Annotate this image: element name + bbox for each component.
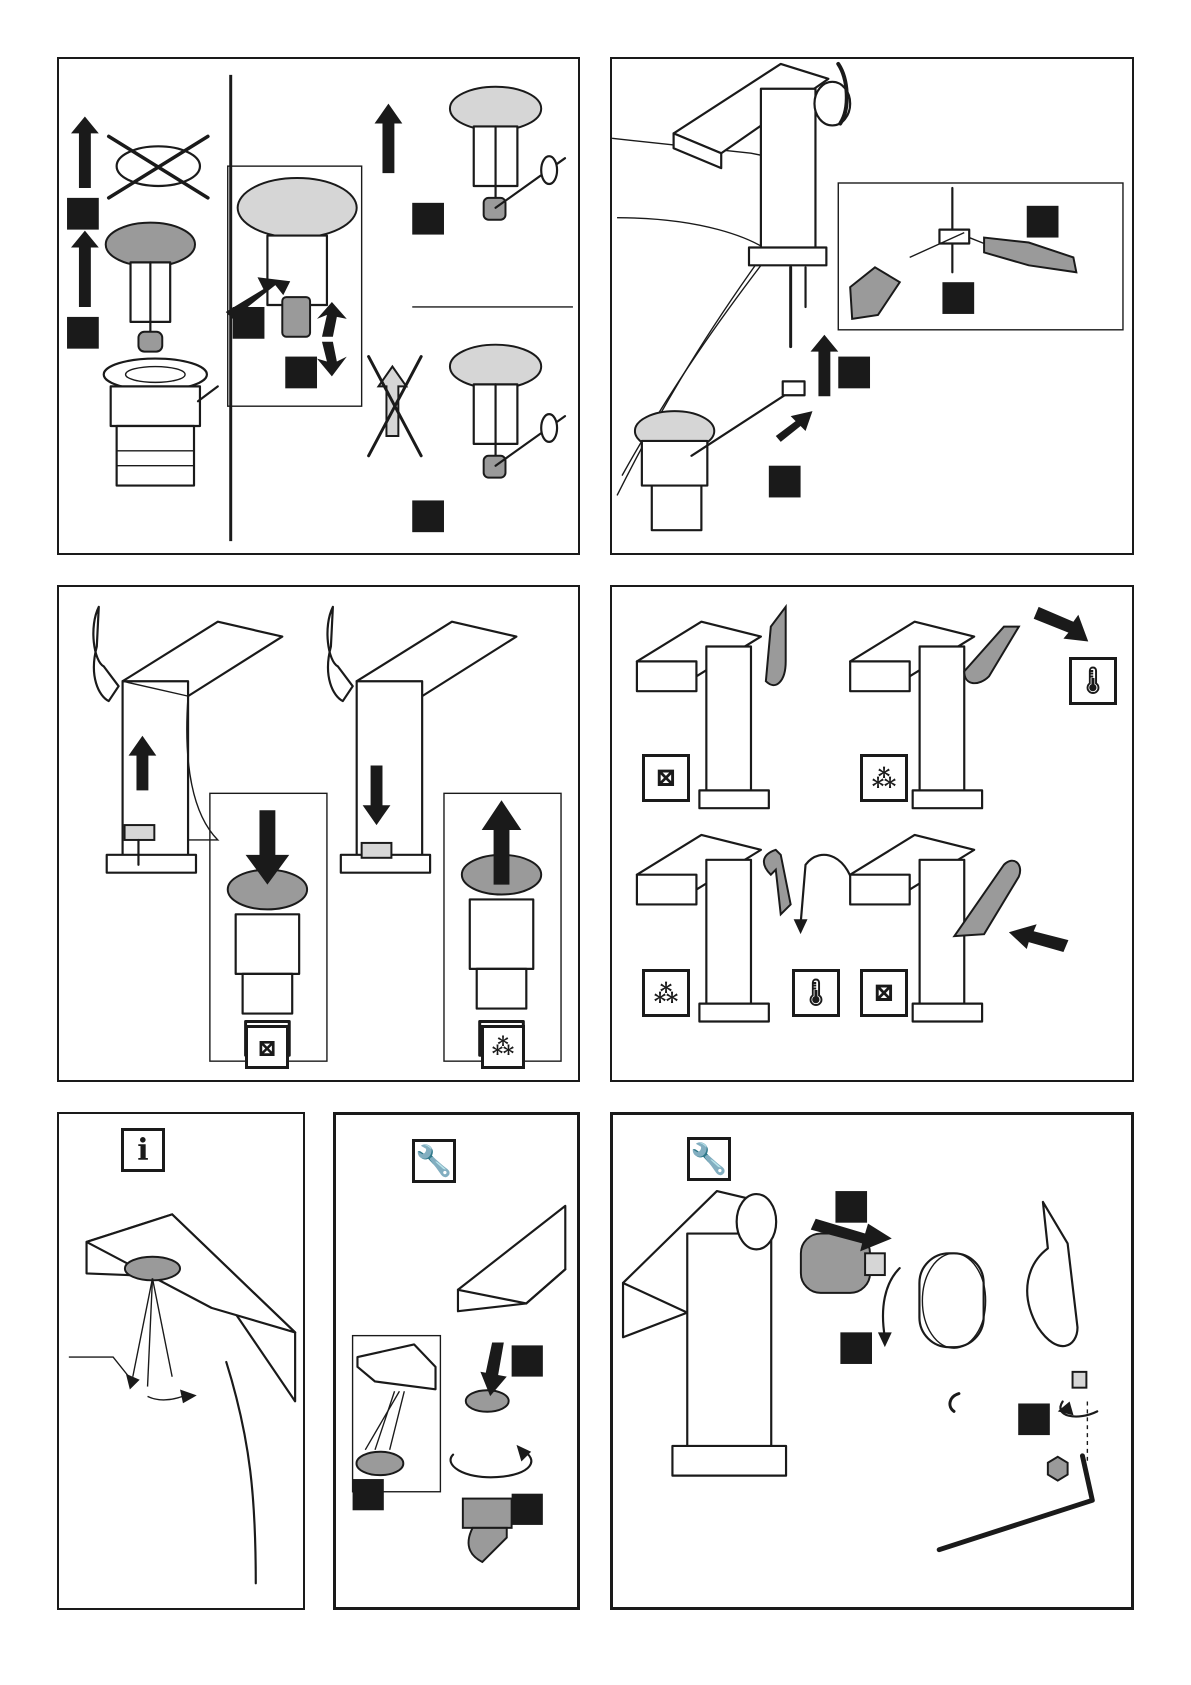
wrench-icon: 🔧 [687,1137,731,1181]
water-flow-icon: ⁂ [481,1025,525,1069]
rod-installation-illustration [612,59,1132,553]
info-icon: i [121,1128,165,1172]
step-number-box [512,1345,543,1376]
panel-cartridge-maintenance: 🔧 [610,1112,1134,1610]
pop-up-waste-illustration [59,59,578,553]
panel-aerator-maintenance: 🔧 [333,1112,580,1610]
thermometer-icon: 🌡 [792,969,840,1017]
aerator-info-illustration [59,1114,303,1608]
cartridge-maintenance-illustration [613,1115,1131,1607]
panel-pop-up-waste-assembly [57,57,580,555]
no-water-icon: ⊠ [642,754,690,802]
step-number-box [67,198,99,230]
step-number-box [412,203,444,235]
no-water-icon: ⊠ [860,969,908,1017]
panel-lever-operation: ⊠ ⁂ 🌡 ⁂ 🌡 ⊠ [610,585,1134,1082]
step-number-box [412,500,444,532]
aerator-maintenance-illustration [336,1115,577,1607]
water-flow-icon: ⁂ [860,754,908,802]
wrench-icon: 🔧 [412,1139,456,1183]
step-number-box [1027,206,1059,238]
panel-pop-up-rod-installation [610,57,1134,555]
panel-aerator-info: i [57,1112,305,1610]
step-number-box [835,1191,867,1223]
step-number-box [233,307,265,339]
step-number-box [512,1494,543,1525]
step-number-box [769,466,801,498]
step-number-box [67,317,99,349]
step-number-box [353,1479,384,1510]
pop-up-operation-illustration [59,587,578,1080]
step-number-box [942,282,974,314]
step-number-box [840,1332,872,1364]
thermometer-icon: 🌡 [1069,657,1117,705]
no-water-icon: ⊠ [245,1025,289,1069]
water-flow-icon: ⁂ [642,969,690,1017]
step-number-box [838,357,870,389]
step-number-box [285,357,317,389]
panel-pop-up-operation [57,585,580,1082]
step-number-box [1018,1403,1050,1435]
